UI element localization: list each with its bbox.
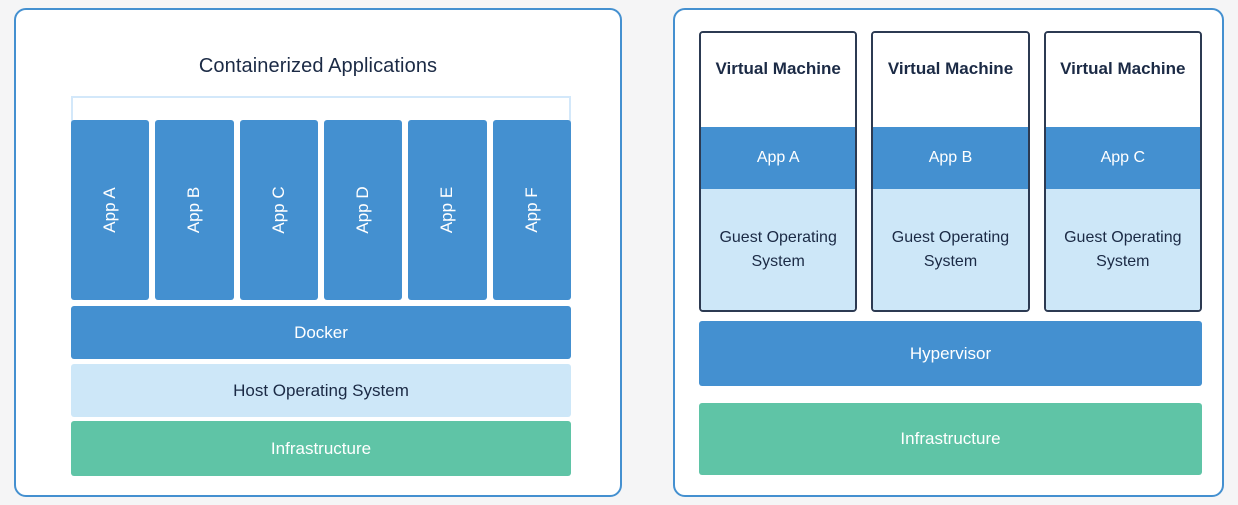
container-app-e[interactable]: App E [408,120,487,300]
vm-3-title: Virtual Machine [1045,33,1200,127]
container-app-e-label: App E [437,186,457,234]
virtual-machine-card-2[interactable]: Virtual Machine App B Guest Operating Sy… [871,31,1030,312]
infrastructure-layer-vms[interactable]: Infrastructure [699,403,1202,475]
vm-1-title: Virtual Machine [701,33,856,127]
vm-3-guest-os: Guest Operating System [1045,189,1200,310]
vm-architecture-panel: Virtual Machine App A Guest Operating Sy… [673,8,1224,497]
container-app-c[interactable]: App C [239,120,318,300]
hypervisor-layer[interactable]: Hypervisor [699,321,1202,386]
container-app-f-label: App F [521,187,541,233]
virtual-machine-card-3[interactable]: Virtual Machine App C Guest Operating Sy… [1043,31,1202,312]
vm-3-app[interactable]: App C [1045,127,1200,189]
container-apps-row: App A App B App C App D App E App F [71,120,571,300]
container-app-d-label: App D [353,186,373,234]
container-app-a[interactable]: App A [71,120,150,300]
container-app-f[interactable]: App F [492,120,571,300]
page-title: Containerized Applications [198,55,438,77]
container-app-b[interactable]: App B [155,120,234,300]
host-operating-system-layer[interactable]: Host Operating System [71,364,571,417]
container-app-b-label: App B [184,186,204,234]
vm-2-app[interactable]: App B [873,127,1028,189]
infrastructure-layer-containers[interactable]: Infrastructure [71,421,571,476]
docker-layer[interactable]: Docker [71,306,571,359]
virtual-machine-card-1[interactable]: Virtual Machine App A Guest Operating Sy… [699,31,858,312]
container-app-a-label: App A [100,187,120,233]
container-architecture-panel: Containerized Applications App A App B A… [14,8,622,497]
container-app-d[interactable]: App D [323,120,403,300]
container-app-c-label: App C [268,186,288,234]
vm-1-app[interactable]: App A [701,127,856,189]
virtual-machines-row: Virtual Machine App A Guest Operating Sy… [699,31,1202,312]
containers-bracket [71,96,571,122]
vm-2-guest-os: Guest Operating System [873,189,1028,310]
vm-1-guest-os: Guest Operating System [701,189,856,310]
vm-2-title: Virtual Machine [873,33,1028,127]
